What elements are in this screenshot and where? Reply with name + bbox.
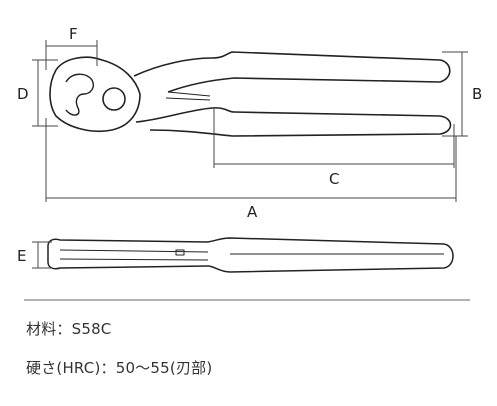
label-F: F (69, 25, 78, 43)
lower-arm (135, 107, 452, 137)
label-B: B (472, 85, 482, 103)
dimension-lines-top (32, 40, 468, 202)
label-D: D (17, 85, 29, 103)
label-A: A (247, 203, 258, 221)
cutter-side-view (47, 237, 454, 273)
material-spec: 材料：S58C (26, 320, 112, 338)
side-rivet (175, 249, 185, 256)
pivot-bolt (102, 87, 126, 111)
side-body (47, 237, 454, 273)
spring-detail (165, 91, 211, 101)
cutter-top-view (49, 51, 452, 137)
cutting-notch (65, 73, 94, 116)
label-C: C (329, 170, 339, 188)
jaw-head (49, 56, 141, 132)
dimension-lines-side (32, 241, 52, 269)
label-E: E (17, 247, 26, 265)
upper-arm (133, 51, 451, 93)
hardness-spec: 硬さ(HRC)：50〜55(刃部) (26, 359, 213, 377)
